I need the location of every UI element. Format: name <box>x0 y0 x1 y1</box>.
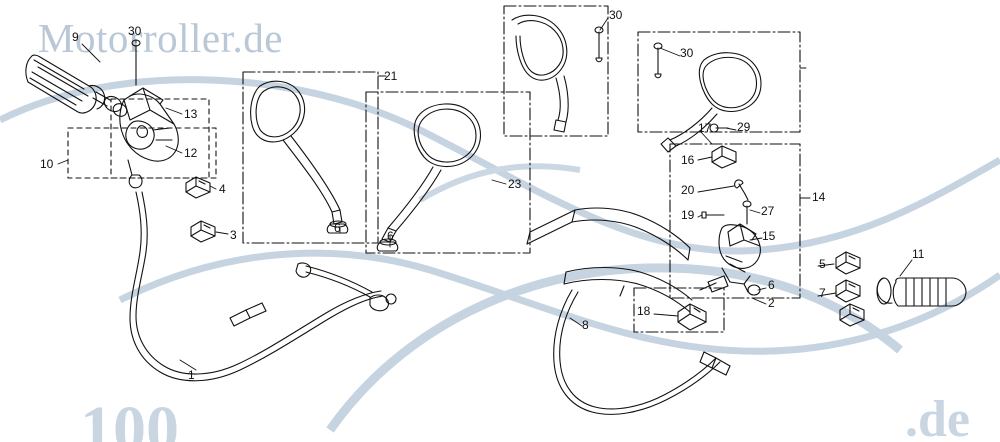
callout-27: 29 <box>737 120 751 134</box>
callout-12: 12 <box>184 146 198 160</box>
callout-1: 1 <box>188 368 195 382</box>
callout-5: 5 <box>819 257 826 271</box>
leader-lines <box>57 17 913 371</box>
callout-23: 23 <box>508 177 522 191</box>
small-parts-right <box>701 123 752 225</box>
mirror-right-23 <box>376 103 482 252</box>
callout-21: 21 <box>384 69 398 83</box>
callout-30-left: 30 <box>609 8 623 22</box>
part-7-clamp-a <box>835 279 861 303</box>
part-7-clamp-b <box>839 303 865 327</box>
callout-4: 4 <box>219 182 226 196</box>
callout-28: 30 <box>128 24 142 38</box>
group-box-13 <box>110 98 210 179</box>
callout-16: 16 <box>681 153 695 167</box>
watermark-de-text: .de <box>905 391 970 442</box>
left-grip-9 <box>25 54 128 117</box>
mirror-left-21 <box>250 80 349 234</box>
group-box-30-right <box>637 31 801 133</box>
callout-9: 9 <box>72 30 79 44</box>
group-box-23 <box>365 91 531 254</box>
callout-13: 13 <box>184 107 198 121</box>
group-box-18 <box>633 287 725 333</box>
group-box-14 <box>669 143 801 299</box>
callout-7: 7 <box>819 286 826 300</box>
callout-19: 19 <box>681 208 695 222</box>
right-switch-15 <box>699 223 761 296</box>
callout-6b: 6 <box>334 221 341 235</box>
callout-8: 8 <box>582 318 589 332</box>
callout-29: 6 <box>768 278 775 292</box>
right-brake-lever-assembly <box>526 207 693 313</box>
right-grip-11 <box>876 277 967 307</box>
throttle-cable-8 <box>553 289 731 415</box>
callout-20: 20 <box>681 183 695 197</box>
callout-6: 6 <box>387 229 394 243</box>
group-box-21 <box>242 71 379 244</box>
callout-3: 3 <box>230 228 237 242</box>
watermark-bottom-text: 100 <box>80 393 179 442</box>
callout-18: 18 <box>637 304 651 318</box>
part-4-clamp <box>185 176 211 199</box>
callout-25: 27 <box>761 204 775 218</box>
callout-17: 17 <box>698 121 712 135</box>
callout-2: 2 <box>768 296 775 310</box>
callout-30-right: 30 <box>680 46 694 60</box>
callout-10: 10 <box>40 157 54 171</box>
part-5-clamp <box>835 251 861 275</box>
callout-15: 15 <box>762 229 776 243</box>
brake-cable-1 <box>129 191 397 382</box>
watermark-main-text: Motorroller.de <box>38 15 283 61</box>
callout-11: 11 <box>912 247 925 261</box>
bracket-18 <box>677 303 707 331</box>
part-3-clamp <box>190 220 216 243</box>
group-box-30-left <box>503 5 609 137</box>
mirror-stem-30-left <box>511 14 604 133</box>
callout-14: 14 <box>812 190 826 204</box>
